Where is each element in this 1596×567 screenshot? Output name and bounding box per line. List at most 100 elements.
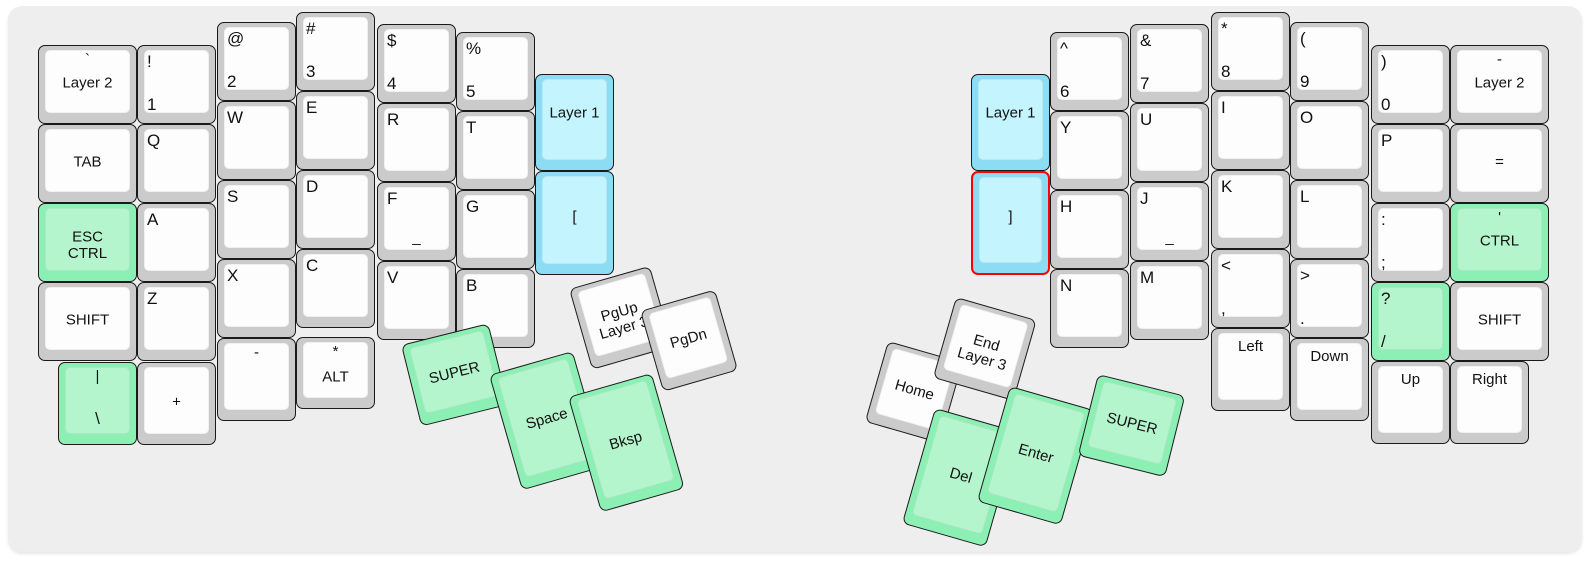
- key-4[interactable]: $ 4: [377, 24, 456, 103]
- key-i[interactable]: I: [1211, 91, 1290, 170]
- key-layer2-right[interactable]: - Layer 2: [1450, 45, 1549, 124]
- keycap: [978, 79, 1043, 160]
- key-x[interactable]: X: [217, 259, 296, 338]
- key-equals[interactable]: =: [1450, 124, 1549, 203]
- keycap: [1457, 208, 1542, 271]
- keycap: [45, 208, 130, 271]
- keycap: [1218, 175, 1283, 238]
- key-6[interactable]: ^ 6: [1050, 32, 1129, 111]
- key-y[interactable]: Y: [1050, 111, 1129, 190]
- key-k[interactable]: K: [1211, 170, 1290, 249]
- key-7[interactable]: & 7: [1130, 24, 1209, 103]
- key-plus[interactable]: +: [137, 362, 216, 445]
- key-g[interactable]: G: [456, 190, 535, 269]
- key-comma[interactable]: < ,: [1211, 249, 1290, 328]
- keycap: [463, 195, 528, 258]
- key-l[interactable]: L: [1290, 180, 1369, 259]
- key-period[interactable]: > .: [1290, 259, 1369, 338]
- key-bracket-right[interactable]: ]: [971, 171, 1050, 275]
- keycap: [1057, 116, 1122, 179]
- keycap: [1378, 287, 1443, 350]
- keycap: [1057, 274, 1122, 337]
- keycap: [303, 17, 368, 80]
- keycap: [1378, 208, 1443, 271]
- key-2[interactable]: @ 2: [217, 22, 296, 101]
- key-s[interactable]: S: [217, 180, 296, 259]
- key-h[interactable]: H: [1050, 190, 1129, 269]
- keycap: [1297, 343, 1362, 410]
- key-q[interactable]: Q: [137, 124, 216, 203]
- key-u[interactable]: U: [1130, 103, 1209, 182]
- key-layer1-left[interactable]: Layer 1: [535, 74, 614, 171]
- key-t[interactable]: T: [456, 111, 535, 190]
- keycap: [144, 129, 209, 192]
- keycap: [1297, 185, 1362, 248]
- keycap: [303, 96, 368, 159]
- key-shift-left[interactable]: SHIFT: [38, 282, 137, 361]
- key-5[interactable]: % 5: [456, 32, 535, 111]
- keycap: [1297, 264, 1362, 327]
- key-d[interactable]: D: [296, 170, 375, 249]
- keycap: [1137, 108, 1202, 171]
- key-tab[interactable]: TAB: [38, 124, 137, 203]
- keycap: [45, 129, 130, 192]
- key-j[interactable]: J _: [1130, 182, 1209, 261]
- key-minus-left[interactable]: -: [217, 338, 296, 421]
- key-e[interactable]: E: [296, 91, 375, 170]
- keycap: [1457, 129, 1542, 192]
- key-m[interactable]: M: [1130, 261, 1209, 340]
- key-bracket-left[interactable]: [: [535, 171, 614, 275]
- keycap: [384, 266, 449, 329]
- key-esc-ctrl[interactable]: ESC CTRL: [38, 203, 137, 282]
- key-o[interactable]: O: [1290, 101, 1369, 180]
- keycap: [144, 367, 209, 434]
- key-shift-right[interactable]: SHIFT: [1450, 282, 1549, 361]
- key-f[interactable]: F _: [377, 182, 456, 261]
- key-p[interactable]: P: [1371, 124, 1450, 203]
- keycap: [45, 287, 130, 350]
- key-v[interactable]: V: [377, 261, 456, 340]
- key-n[interactable]: N: [1050, 269, 1129, 348]
- key-pipe-backslash[interactable]: | \: [58, 362, 137, 445]
- keycap: [1297, 27, 1362, 90]
- keycap: [1137, 29, 1202, 92]
- key-semicolon[interactable]: : ;: [1371, 203, 1450, 282]
- key-layer1-right[interactable]: Layer 1: [971, 74, 1050, 171]
- key-c[interactable]: C: [296, 249, 375, 328]
- keycap: [224, 106, 289, 169]
- key-z[interactable]: Z: [137, 282, 216, 361]
- key-3[interactable]: # 3: [296, 12, 375, 91]
- key-w[interactable]: W: [217, 101, 296, 180]
- keycap: [144, 50, 209, 113]
- keycap: [1137, 187, 1202, 250]
- keycap: [303, 342, 368, 398]
- key-1[interactable]: ! 1: [137, 45, 216, 124]
- key-8[interactable]: * 8: [1211, 12, 1290, 91]
- key-alt-left[interactable]: * ALT: [296, 337, 375, 409]
- key-left-arrow[interactable]: Left: [1211, 328, 1290, 411]
- key-9[interactable]: ( 9: [1290, 22, 1369, 101]
- key-down-arrow[interactable]: Down: [1290, 338, 1369, 421]
- key-layer2-left[interactable]: ` Layer 2: [38, 45, 137, 124]
- key-r[interactable]: R: [377, 103, 456, 182]
- keycap: [144, 287, 209, 350]
- keycap: [1218, 333, 1283, 400]
- key-up-arrow[interactable]: Up: [1371, 361, 1450, 444]
- keycap: [384, 29, 449, 92]
- key-right-arrow[interactable]: Right: [1450, 361, 1529, 444]
- keycap: [1137, 266, 1202, 329]
- keycap: [942, 303, 1029, 389]
- keycap: [1218, 96, 1283, 159]
- key-0[interactable]: ) 0: [1371, 45, 1450, 124]
- key-a[interactable]: A: [137, 203, 216, 282]
- keycap: [224, 343, 289, 410]
- keycap: [303, 175, 368, 238]
- keycap: [463, 116, 528, 179]
- keycap: [409, 329, 500, 415]
- keycap: [1378, 129, 1443, 192]
- key-ctrl-right[interactable]: ' CTRL: [1450, 203, 1549, 282]
- keycap: [45, 50, 130, 113]
- keycap: [1457, 50, 1542, 113]
- key-slash[interactable]: ? /: [1371, 282, 1450, 361]
